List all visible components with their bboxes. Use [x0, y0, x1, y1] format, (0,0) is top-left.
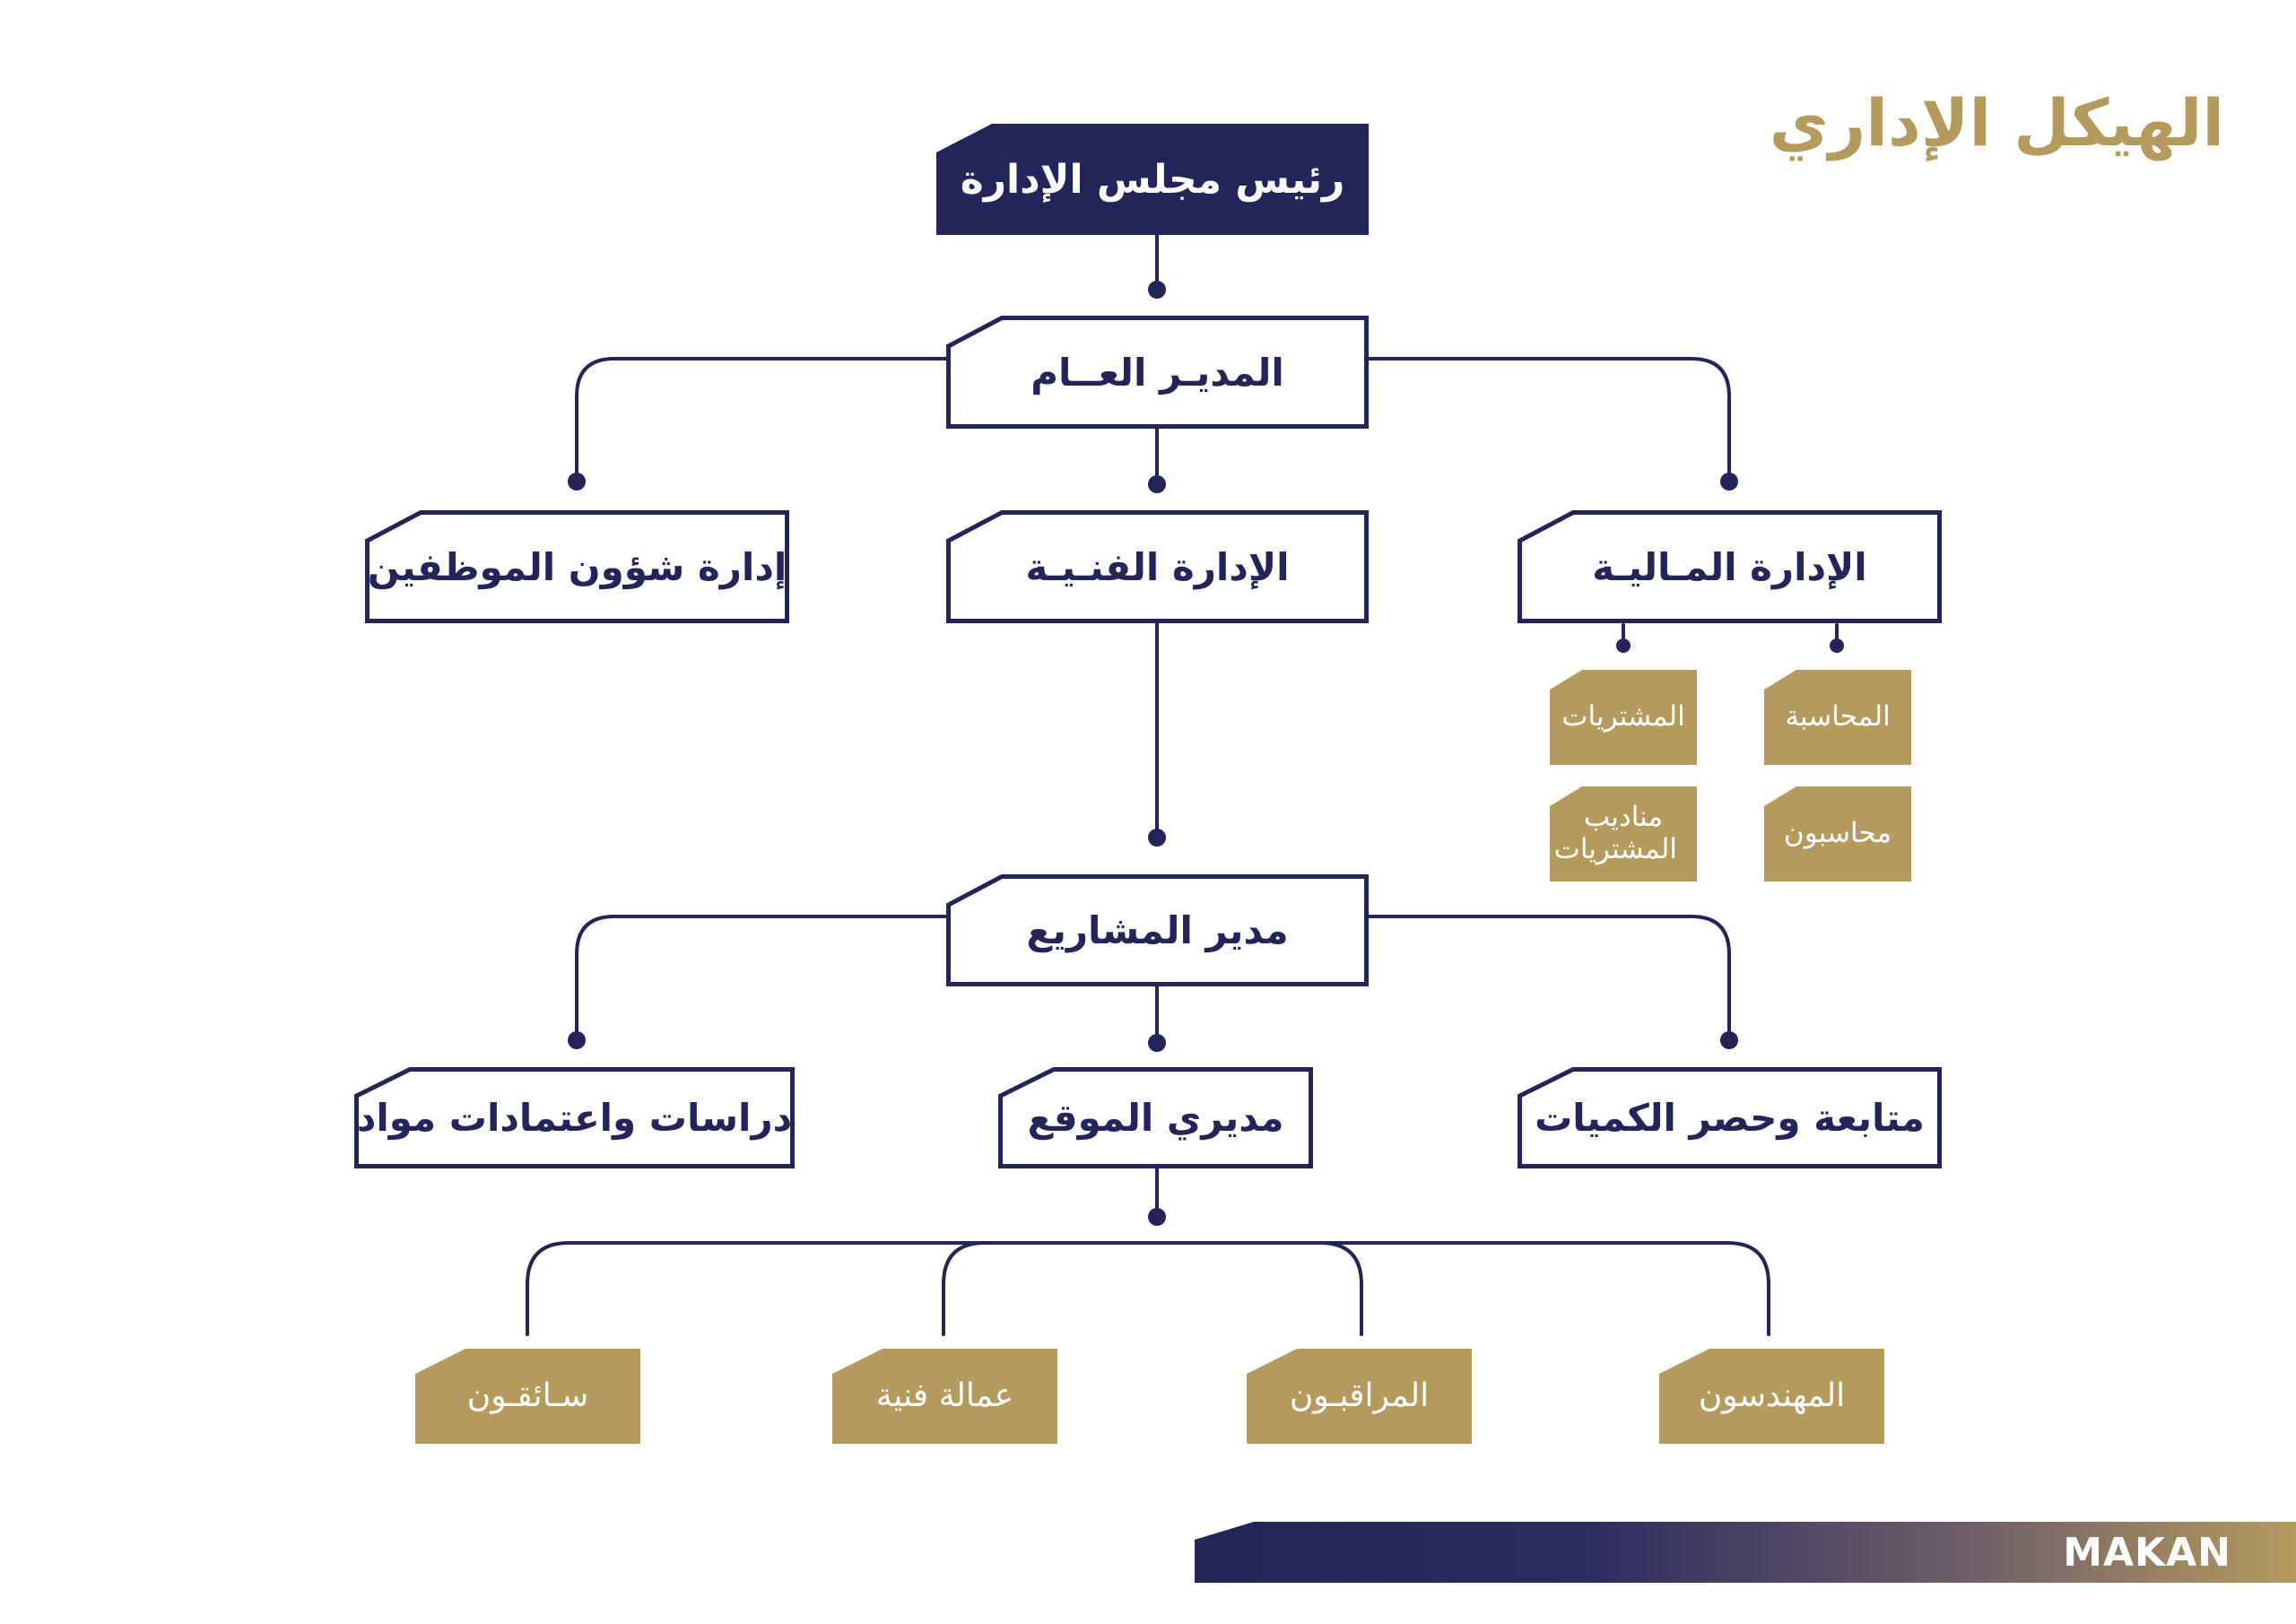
node-shape — [1518, 1067, 1942, 1168]
connector-dot — [1720, 1031, 1738, 1049]
node-technical-labor: عمالة فنية — [832, 1349, 1057, 1444]
node-drivers: سـائقـون — [415, 1349, 640, 1444]
node-engineers: المهندسون — [1659, 1349, 1884, 1444]
node-shape — [415, 1349, 640, 1444]
node-shape — [354, 1067, 795, 1168]
node-purchases: المشتريات — [1550, 670, 1697, 765]
node-label: المديـر العــام — [1031, 350, 1284, 395]
node-shape — [936, 124, 1369, 235]
node-shape — [365, 510, 789, 623]
node-label: المهندسون — [1698, 1377, 1846, 1415]
node-shape — [832, 1349, 1057, 1444]
connector-dot — [1830, 638, 1844, 653]
connector-pm-quantity — [1367, 915, 1731, 1040]
node-technical-admin: الإدارة الفنـيـة — [946, 510, 1369, 623]
connector-dot — [1616, 638, 1631, 653]
connector-dot — [1148, 475, 1166, 493]
connector-pm-materials — [575, 915, 948, 1040]
node-supervisors: المراقبـون — [1247, 1349, 1472, 1444]
node-label: رئيس مجلس الإدارة — [960, 156, 1345, 203]
node-label: سـائقـون — [466, 1377, 589, 1415]
node-shape — [1550, 786, 1697, 881]
connector-dot — [1148, 281, 1166, 299]
connector-workers-bar — [526, 1241, 1770, 1336]
node-shape — [1764, 786, 1911, 881]
node-shape — [1247, 1349, 1472, 1444]
page-title: الهيكل الإداري — [1769, 85, 2224, 161]
connector-dot — [1720, 473, 1738, 491]
node-shape — [998, 1067, 1313, 1168]
node-label: مديري الموقع — [1027, 1096, 1284, 1140]
node-label: الإدارة المـاليـة — [1592, 544, 1867, 589]
node-financial-admin: الإدارة المـاليـة — [1518, 510, 1942, 623]
node-shape — [946, 316, 1369, 429]
connector-workers-right — [1318, 1241, 1363, 1336]
node-shape — [946, 874, 1369, 986]
connector-gm-fin — [1367, 357, 1731, 482]
connector-dot — [1148, 1034, 1166, 1052]
node-label: مدير المشاريع — [1026, 908, 1289, 952]
node-label: الإدارة الفنـيـة — [1025, 544, 1290, 589]
node-shape — [946, 510, 1369, 623]
node-label: المحاسبة — [1785, 700, 1891, 734]
connector-dot — [1148, 1208, 1166, 1226]
node-label: دراسات واعتمادات مواد — [356, 1096, 793, 1140]
node-accountants: محاسبون — [1764, 786, 1911, 881]
connector-gm-hr — [575, 357, 948, 482]
node-label: عمالة فنية — [875, 1377, 1014, 1415]
brand-logo: MAKAN — [2063, 1529, 2231, 1576]
node-label: إدارة شؤون الموظفين — [367, 544, 787, 589]
node-chairman: رئيس مجلس الإدارة — [936, 124, 1369, 235]
node-label: محاسبون — [1783, 817, 1892, 850]
connector-dot — [1148, 829, 1166, 847]
node-shape — [1550, 670, 1697, 765]
node-label: المشتريات — [1561, 700, 1685, 734]
node-label: متابعة وحصر الكميات — [1535, 1096, 1925, 1140]
node-materials-studies: دراسات واعتمادات مواد — [354, 1067, 795, 1168]
connector-dot — [568, 1031, 586, 1049]
connector-dot — [568, 473, 586, 491]
connector-workers-left — [942, 1241, 987, 1336]
node-quantity-survey: متابعة وحصر الكميات — [1518, 1067, 1942, 1168]
node-label: المراقبـون — [1289, 1377, 1430, 1415]
node-label: مناديب المشتريات — [1553, 801, 1677, 865]
node-purchase-reps: مناديب المشتريات — [1550, 786, 1697, 881]
node-site-managers: مديري الموقع — [998, 1067, 1313, 1168]
node-projects-manager: مدير المشاريع — [946, 874, 1369, 986]
node-shape — [1764, 670, 1911, 765]
node-general-manager: المديـر العــام — [946, 316, 1369, 429]
node-hr-admin: إدارة شؤون الموظفين — [365, 510, 789, 623]
footer-band — [1195, 1522, 2296, 1583]
node-accounting: المحاسبة — [1764, 670, 1911, 765]
node-shape — [1659, 1349, 1884, 1444]
node-shape — [1518, 510, 1942, 623]
